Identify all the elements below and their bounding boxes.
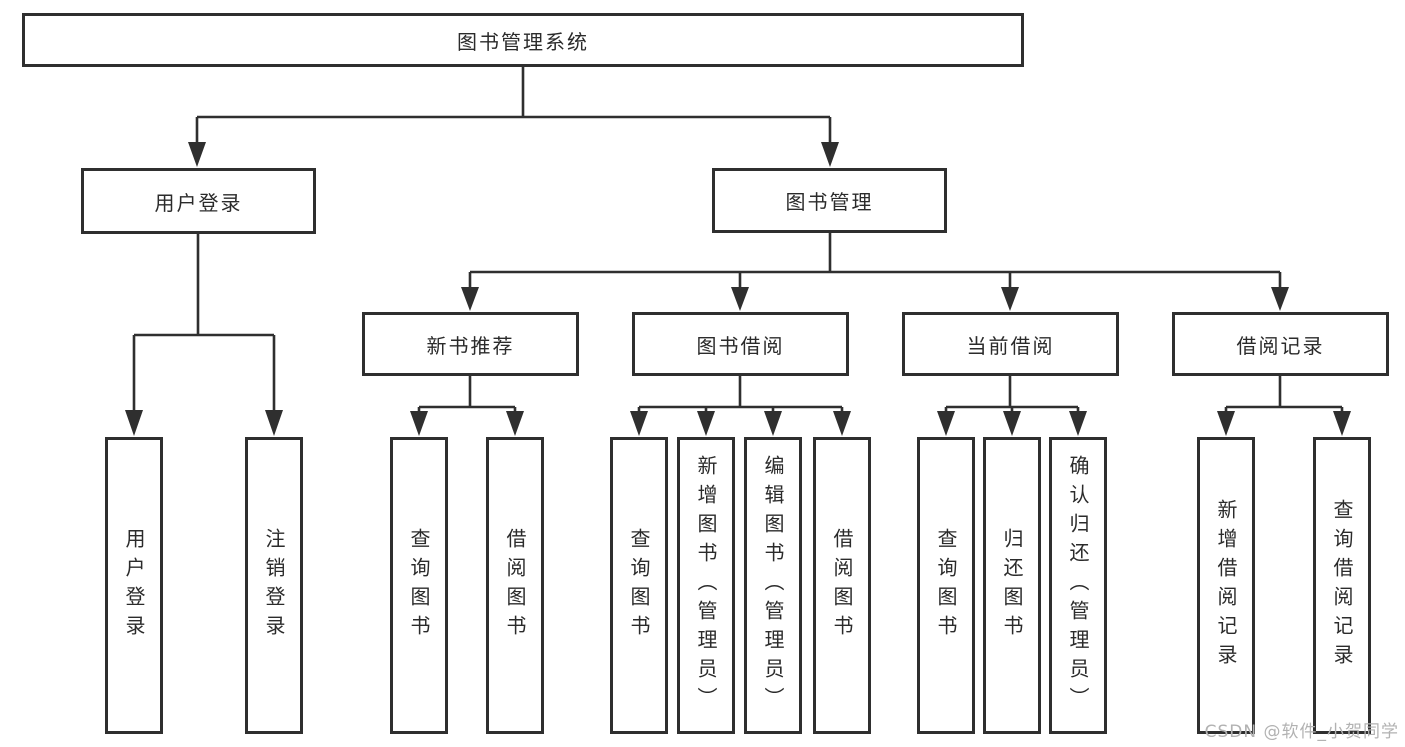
leaf-confirm-return-admin: 确认归还（管理员）: [1049, 437, 1107, 734]
leaf-query-books-borrowing: 查询图书: [610, 437, 668, 734]
leaf-add-book-admin: 新增图书（管理员）: [677, 437, 735, 734]
leaf-edit-book-admin: 编辑图书（管理员）: [744, 437, 802, 734]
connector-records-to-leaves: [1217, 376, 1351, 436]
leaf-user-login: 用户登录: [105, 437, 163, 734]
leaf-query-borrow-record: 查询借阅记录: [1313, 437, 1371, 734]
connector-root-to-level2: [188, 67, 839, 167]
node-new-book-recommend: 新书推荐: [362, 312, 579, 376]
connector-user-login-to-leaves: [125, 234, 283, 436]
leaf-borrow-books-recommend: 借阅图书: [486, 437, 544, 734]
leaf-logout: 注销登录: [245, 437, 303, 734]
node-library-management-system: 图书管理系统: [22, 13, 1024, 67]
leaf-query-books-recommend: 查询图书: [390, 437, 448, 734]
node-book-management: 图书管理: [712, 168, 947, 233]
connector-current-to-leaves: [937, 376, 1087, 436]
node-current-borrowing: 当前借阅: [902, 312, 1119, 376]
csdn-watermark: CSDN @软件_小贺同学: [1204, 722, 1399, 742]
node-user-login: 用户登录: [81, 168, 316, 234]
connector-book-mgmt-to-level3: [461, 233, 1289, 311]
node-book-borrowing: 图书借阅: [632, 312, 849, 376]
leaf-query-books-current: 查询图书: [917, 437, 975, 734]
connector-borrowing-to-leaves: [630, 376, 851, 436]
node-borrowing-records: 借阅记录: [1172, 312, 1389, 376]
leaf-return-book: 归还图书: [983, 437, 1041, 734]
leaf-borrow-books-borrowing: 借阅图书: [813, 437, 871, 734]
connector-new-rec-to-leaves: [410, 376, 524, 436]
leaf-add-borrow-record: 新增借阅记录: [1197, 437, 1255, 734]
